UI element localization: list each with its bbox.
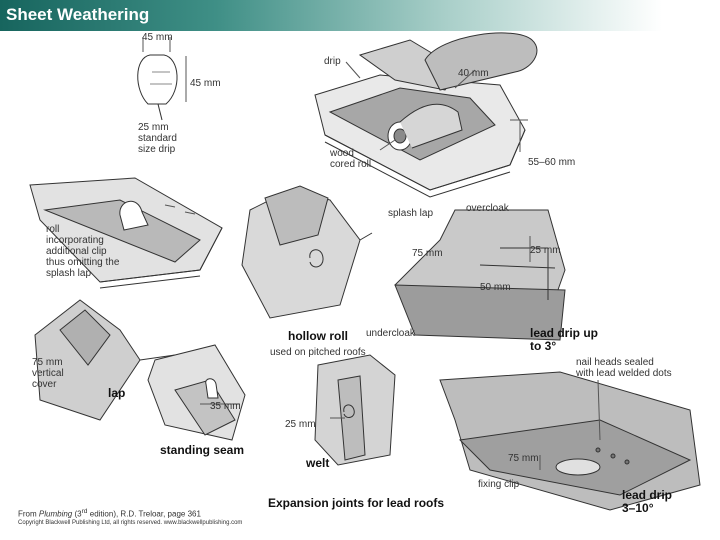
label-welt: welt [306,456,330,470]
label-45mm-side: 45 mm [190,78,221,89]
label-standing-seam: standing seam [160,443,245,457]
source-credit: From Plumbing (3rd edition), R.D. Treloa… [18,508,201,519]
copyright-notice: Copyright Blackwell Publishing Ltd, all … [18,520,243,526]
hollow-roll-drawing [34,299,176,421]
label-wood-cored-roll: wood cored roll [330,148,372,170]
label-hollow-roll: hollow roll [288,329,348,343]
lead-drip-drawing [439,371,701,511]
label-75mm-vertical-cover: 75 mm vertical cover [32,357,64,390]
welt-drawing [314,354,396,466]
label-overcloak-top: overcloak [466,203,509,214]
label-25mm-mid: 25 mm [285,419,316,430]
label-lead-drip-3-10: lead drip 3–10° [622,488,673,515]
title-bar: Sheet Weathering [0,0,720,31]
label-undercloak: undercloak [366,328,415,339]
label-75mm: 75 mm [412,248,443,259]
splash-lap-drawing [241,185,373,319]
label-drip: drip [324,56,341,67]
roll-with-clip-drawing [29,177,223,289]
label-50mm: 50 mm [480,282,511,293]
overcloak-step-drawing [394,209,566,341]
label-75mm-low: 75 mm [508,453,539,464]
label-40mm: 40 mm [458,68,489,79]
label-lap: lap [108,386,126,400]
label-55-60mm: 55–60 mm [528,157,576,168]
label-roll-incorporating-clip: roll incorporating additional clip thus … [46,224,120,279]
label-45mm-top: 45 mm [142,32,173,43]
wood-cored-roll-drawing [314,32,538,198]
label-fixing-clip: fixing clip [478,479,520,490]
label-35mm: 35 mm [210,401,241,412]
standing-seam-drawing [147,344,246,441]
label-25mm-right: 25 mm [530,245,561,256]
label-25mm-standard-size-drip: 25 mm standard size drip [138,122,177,155]
page-title: Sheet Weathering [6,5,150,24]
drip-profile [137,37,187,121]
label-used-on-pitched-roofs: used on pitched roofs [270,347,366,358]
label-lead-drip-up-to-3: lead drip up to 3° [530,326,599,353]
label-splash-lap: splash lap [388,208,434,219]
figure-caption: Expansion joints for lead roofs [268,496,445,510]
label-nail-heads-sealed: nail heads sealed with lead welded dots [576,357,672,379]
